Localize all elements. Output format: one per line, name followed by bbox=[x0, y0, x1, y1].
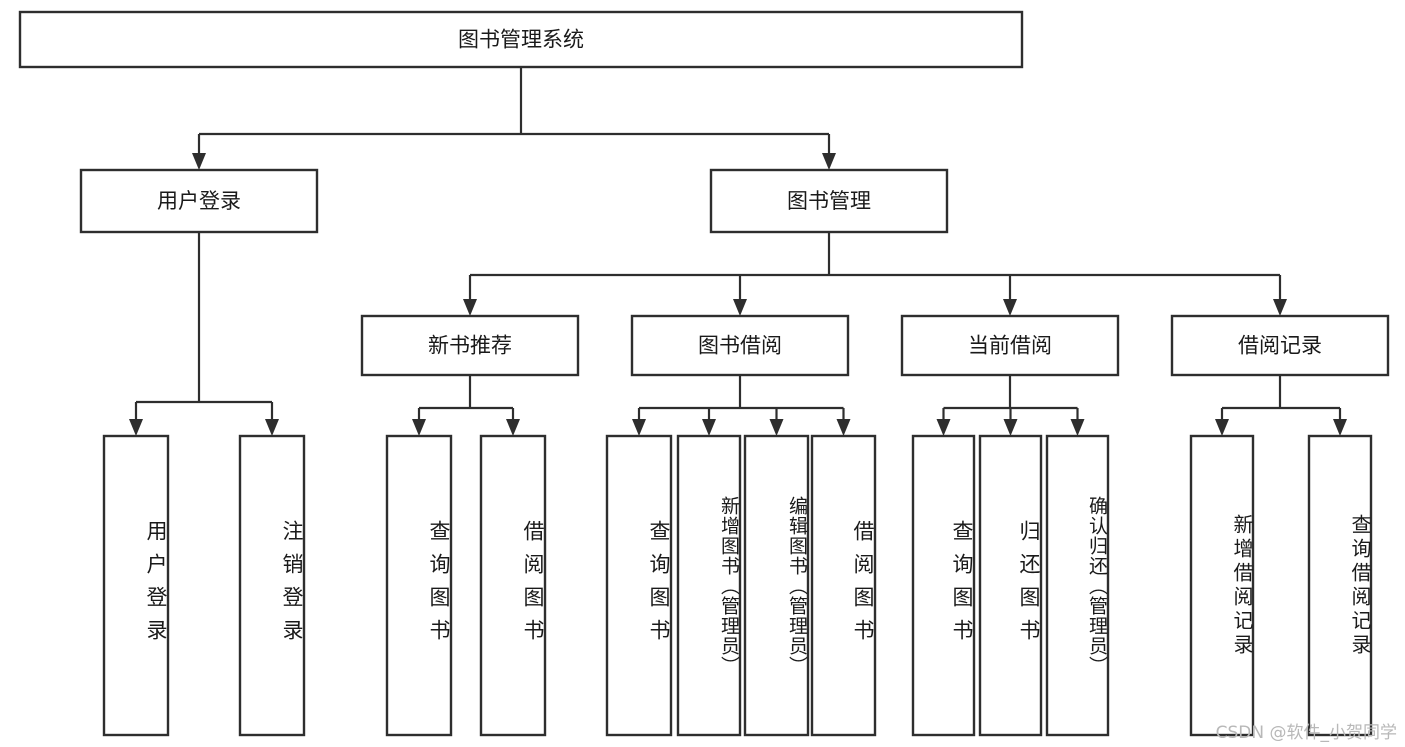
arrow-head-leaf-add-record bbox=[1215, 419, 1229, 436]
arrow-head-leaf-user-login bbox=[129, 419, 143, 436]
node-box-book-manage[interactable] bbox=[709, 168, 949, 234]
node-box-borrow-record[interactable] bbox=[1170, 314, 1390, 377]
arrow-head-leaf-query-book-3 bbox=[936, 419, 951, 436]
arrow-head-borrow-record bbox=[1273, 299, 1287, 316]
arrow-head-leaf-query-book-1 bbox=[412, 419, 426, 436]
arrow-head-leaf-confirm-return bbox=[1070, 419, 1085, 436]
arrow-head-leaf-borrow-book-1 bbox=[506, 419, 520, 436]
arrow-head-leaf-edit-book bbox=[769, 419, 784, 436]
arrow-head-leaf-return-book bbox=[1003, 419, 1018, 436]
node-label-borrow-record: 借阅记录 bbox=[1238, 334, 1322, 358]
node-box-leaf-borrow-book-1[interactable] bbox=[479, 434, 547, 737]
node-label-book-borrow: 图书借阅 bbox=[698, 334, 782, 358]
node-box-leaf-query-record[interactable] bbox=[1307, 434, 1373, 737]
node-box-leaf-edit-book[interactable] bbox=[743, 434, 810, 737]
connectors-layer bbox=[129, 67, 1347, 436]
node-box-leaf-query-book-1[interactable] bbox=[385, 434, 453, 737]
node-label-root: 图书管理系统 bbox=[458, 28, 584, 52]
arrow-head-book-manage bbox=[822, 153, 836, 170]
node-box-leaf-user-login[interactable] bbox=[102, 434, 170, 737]
node-box-leaf-borrow-book-2[interactable] bbox=[810, 434, 877, 737]
node-box-leaf-return-book[interactable] bbox=[978, 434, 1043, 737]
node-box-leaf-add-record[interactable] bbox=[1189, 434, 1255, 737]
arrow-head-leaf-query-book-2 bbox=[632, 419, 646, 436]
arrow-head-leaf-borrow-book-2 bbox=[836, 419, 851, 436]
node-label-book-manage: 图书管理 bbox=[787, 189, 871, 213]
arrow-head-leaf-logout bbox=[265, 419, 279, 436]
node-box-leaf-query-book-2[interactable] bbox=[605, 434, 673, 737]
arrow-head-leaf-query-record bbox=[1333, 419, 1347, 436]
node-label-new-book-rec: 新书推荐 bbox=[428, 334, 512, 358]
node-box-leaf-query-book-3[interactable] bbox=[911, 434, 976, 737]
node-label-current-borrow: 当前借阅 bbox=[968, 334, 1052, 358]
node-box-current-borrow[interactable] bbox=[900, 314, 1120, 377]
node-box-new-book-rec[interactable] bbox=[360, 314, 580, 377]
node-box-leaf-add-book[interactable] bbox=[676, 434, 742, 737]
node-box-leaf-logout[interactable] bbox=[238, 434, 306, 737]
node-box-leaf-confirm-return[interactable] bbox=[1045, 434, 1110, 737]
arrow-head-new-book-rec bbox=[463, 299, 477, 316]
boxes-layer bbox=[18, 10, 1390, 737]
node-label-user-login: 用户登录 bbox=[157, 189, 241, 213]
arrow-head-leaf-add-book bbox=[702, 419, 716, 436]
node-box-book-borrow[interactable] bbox=[630, 314, 850, 377]
arrow-head-book-borrow bbox=[733, 299, 747, 316]
watermark-text: CSDN @软件_小贺同学 bbox=[1215, 723, 1397, 743]
node-box-root[interactable] bbox=[18, 10, 1024, 69]
node-box-user-login[interactable] bbox=[79, 168, 319, 234]
arrow-head-user-login bbox=[192, 153, 206, 170]
arrow-head-current-borrow bbox=[1003, 299, 1017, 316]
